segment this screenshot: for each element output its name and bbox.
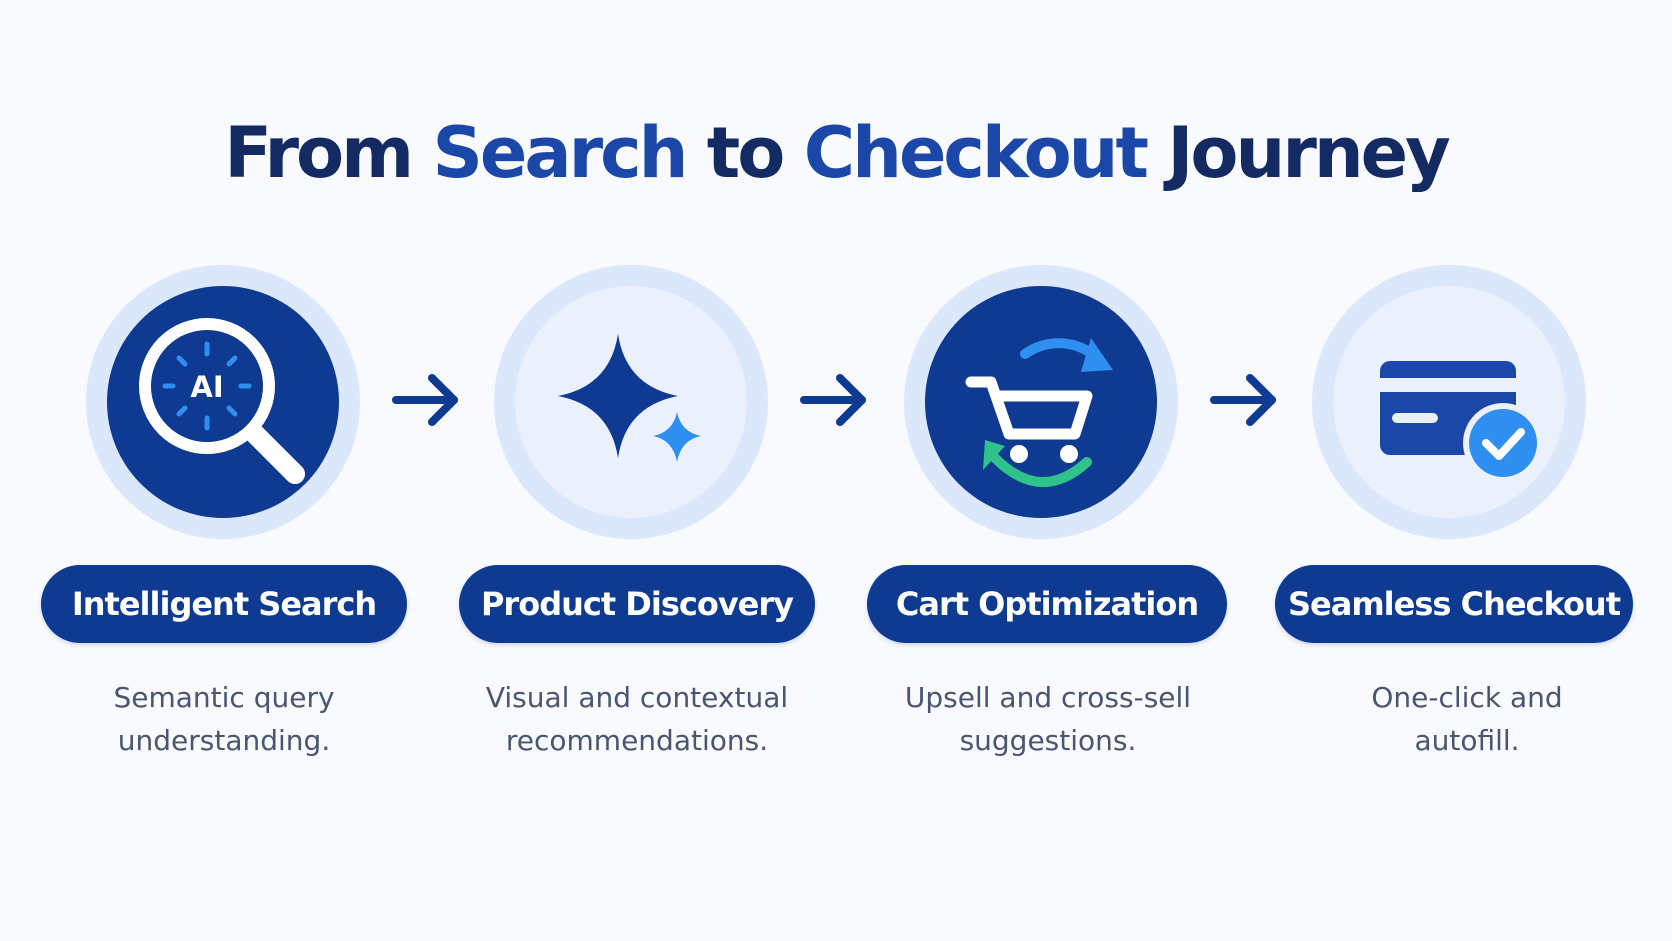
step-3-description: Upsell and cross-sell suggestions. [868, 676, 1228, 762]
arrow-right-icon [1210, 374, 1276, 426]
step-4-description: One-click and autofill. [1287, 676, 1647, 762]
arrow-right-icon [392, 374, 458, 426]
step-1-description: Semantic query understanding. [44, 676, 404, 762]
step-2-icon-circle [515, 286, 747, 518]
step-1-icon-circle: AI [107, 286, 339, 518]
description-line: suggestions. [959, 724, 1137, 757]
title-part-to: to [685, 112, 804, 194]
card-check-icon [1380, 361, 1543, 483]
step-4-label: Seamless Checkout [1275, 565, 1633, 643]
sparkle-icon [558, 334, 701, 462]
description-line: Semantic query [113, 681, 335, 714]
step-2-label: Product Discovery [459, 565, 815, 643]
description-line: understanding. [117, 724, 331, 757]
step-4-icon-halo [1312, 265, 1586, 539]
step-3-icon-circle [925, 286, 1157, 518]
arrow-right-icon [800, 374, 866, 426]
step-3-label: Cart Optimization [867, 565, 1227, 643]
description-line: recommendations. [505, 724, 769, 757]
step-3-icon-halo [904, 265, 1178, 539]
step-2-description: Visual and contextual recommendations. [457, 676, 817, 762]
description-line: Visual and contextual [485, 681, 789, 714]
page-title: From Search to Checkout Journey [0, 108, 1672, 198]
title-highlight-checkout: Checkout [803, 112, 1149, 194]
title-part-from: From [224, 112, 433, 194]
ai-search-icon: AI [139, 318, 305, 484]
step-4-icon-circle [1333, 286, 1565, 518]
title-highlight-search: Search [432, 112, 688, 194]
description-line: autofill. [1414, 724, 1520, 757]
step-2-icon-halo [494, 265, 768, 539]
title-part-journey: Journey [1145, 112, 1450, 194]
step-1-label: Intelligent Search [41, 565, 407, 643]
ai-icon-text: AI [190, 370, 223, 404]
cart-sync-icon [965, 338, 1113, 487]
step-1-icon-halo: AI [86, 265, 360, 539]
description-line: Upsell and cross-sell [904, 681, 1192, 714]
description-line: One-click and [1371, 681, 1563, 714]
